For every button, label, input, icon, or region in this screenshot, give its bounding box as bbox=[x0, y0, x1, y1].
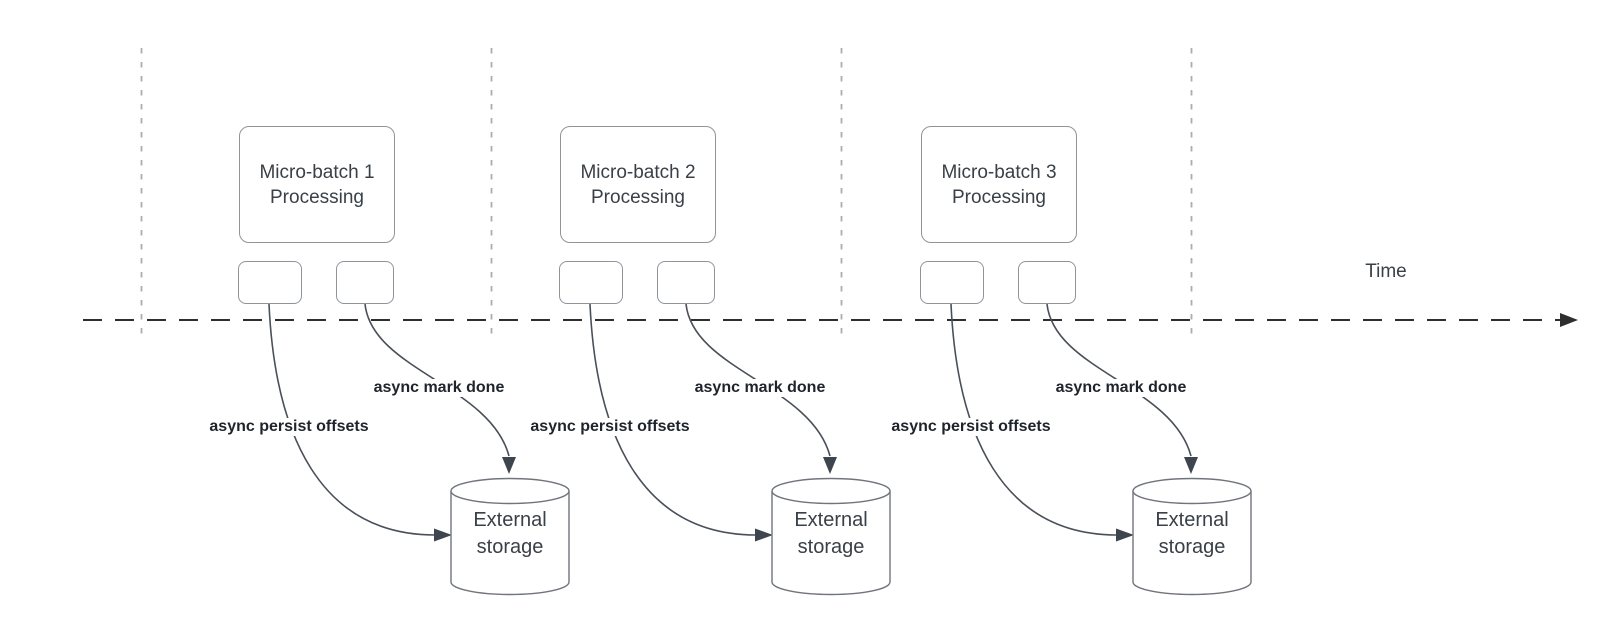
micro-batch-2-persist-offsets-label: async persist offsets bbox=[510, 418, 710, 436]
micro-batch-2-offset-commit-box bbox=[559, 261, 623, 304]
micro-batch-3-persist-offsets-label: async persist offsets bbox=[871, 418, 1071, 436]
micro-batch-1-persist-offsets-label: async persist offsets bbox=[189, 418, 389, 436]
micro-batch-3-mark-done-label: async mark done bbox=[1041, 379, 1201, 397]
group-1-shapes bbox=[268, 303, 570, 596]
micro-batch-3-mark-done-box bbox=[1018, 261, 1076, 304]
storage-cylinder-body bbox=[1132, 491, 1252, 596]
persist-offsets-arrowhead-icon bbox=[1116, 528, 1134, 542]
mark-done-arrowhead-icon bbox=[823, 457, 837, 474]
mark-done-arrowhead-icon bbox=[1184, 457, 1198, 474]
storage-cylinder-body bbox=[450, 491, 570, 596]
mark-done-edge bbox=[685, 303, 831, 457]
micro-batch-2-mark-done-box bbox=[657, 261, 715, 304]
micro-batch-3-process-label: Micro-batch 3 Processing bbox=[941, 161, 1057, 208]
micro-batch-1-mark-done-box bbox=[336, 261, 394, 304]
micro-batch-2-process-label: Micro-batch 2 Processing bbox=[580, 161, 696, 208]
micro-batch-3-offset-commit-box bbox=[920, 261, 984, 304]
micro-batch-1-process-label: Micro-batch 1 Processing bbox=[259, 161, 375, 208]
micro-batch-2-mark-done-label: async mark done bbox=[680, 379, 840, 397]
micro-batch-1-process-box: Micro-batch 1 Processing bbox=[239, 126, 395, 243]
micro-batch-3-storage-label: External storage bbox=[1155, 509, 1229, 558]
time-axis-arrowhead-icon bbox=[1560, 313, 1578, 327]
micro-batch-1-mark-done-label: async mark done bbox=[359, 379, 519, 397]
storage-cylinder-top bbox=[771, 477, 891, 505]
micro-batch-1-storage-label: External storage bbox=[473, 509, 547, 558]
micro-batch-2-process-box: Micro-batch 2 Processing bbox=[560, 126, 716, 243]
time-axis-label: Time bbox=[1365, 261, 1407, 282]
mark-done-edge bbox=[364, 303, 510, 457]
group-2-shapes bbox=[589, 303, 891, 596]
micro-batch-2-storage-label: External storage bbox=[794, 509, 868, 558]
storage-cylinder-body bbox=[771, 491, 891, 596]
mark-done-arrowhead-icon bbox=[502, 457, 516, 474]
micro-batch-3-process-box: Micro-batch 3 Processing bbox=[921, 126, 1077, 243]
storage-cylinder-top bbox=[450, 477, 570, 505]
persist-offsets-edge bbox=[268, 303, 436, 536]
mark-done-edge bbox=[1046, 303, 1192, 457]
persist-offsets-edge bbox=[950, 303, 1118, 536]
group-3-shapes bbox=[950, 303, 1252, 596]
micro-batch-1-offset-commit-box bbox=[238, 261, 302, 304]
persist-offsets-edge bbox=[589, 303, 757, 536]
persist-offsets-arrowhead-icon bbox=[434, 528, 452, 542]
storage-cylinder-top bbox=[1132, 477, 1252, 505]
persist-offsets-arrowhead-icon bbox=[755, 528, 773, 542]
